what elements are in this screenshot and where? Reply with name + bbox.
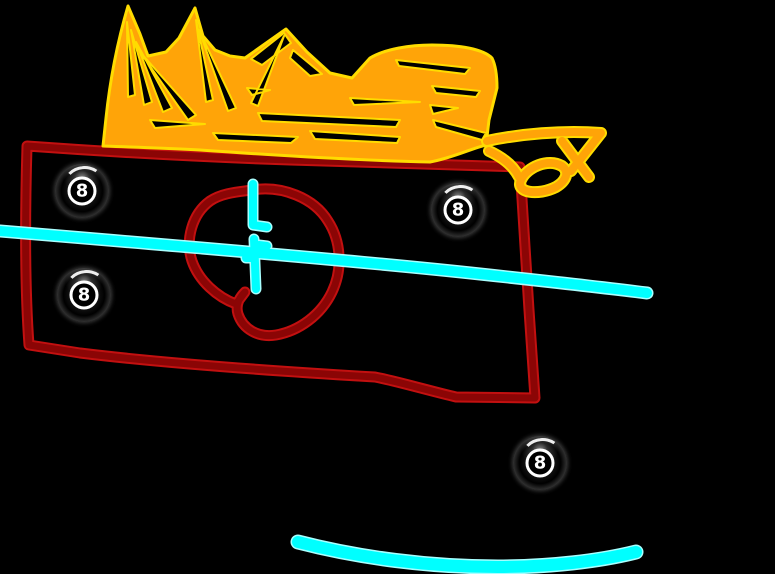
ball-number-circle: 8 <box>443 195 473 225</box>
ball-number-circle: 8 <box>525 448 555 478</box>
ball-number: 8 <box>533 452 547 473</box>
ball-number: 8 <box>75 180 89 201</box>
ball-number-circle: 8 <box>67 176 97 206</box>
ball-number-circle: 8 <box>69 280 99 310</box>
ball-number: 8 <box>451 199 465 220</box>
ball-number: 8 <box>77 284 91 305</box>
eight-ball-stamp: 8 <box>57 268 111 322</box>
eight-ball-stamp: 8 <box>513 436 567 490</box>
eight-ball-stamp: 8 <box>55 164 109 218</box>
eight-ball-stamp: 8 <box>431 183 485 237</box>
